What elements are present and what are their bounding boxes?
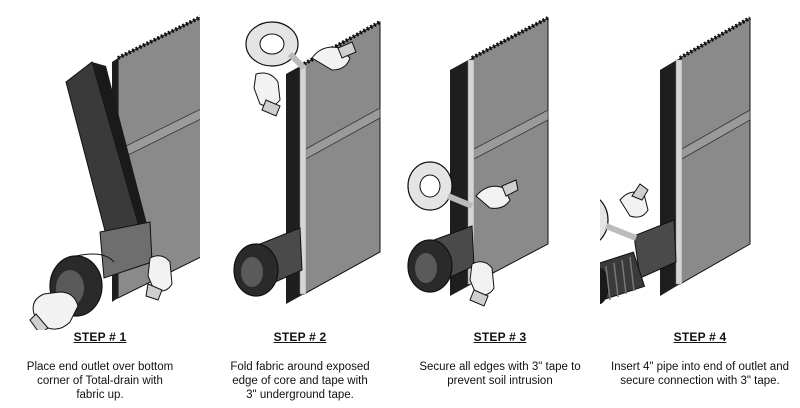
glove-icon [619, 183, 649, 218]
step-1-panel: STEP # 1 Place end outlet over bottom co… [0, 0, 200, 408]
step-4-panel: STEP # 4 Insert 4" pipe into end of outl… [600, 0, 800, 408]
step-4-description: Insert 4" pipe into end of outlet and se… [604, 360, 796, 388]
glove-icon [469, 261, 495, 307]
glove-icon [475, 179, 519, 209]
step-4-illustration [600, 16, 751, 305]
step-2-line-2: edge of core and tape with [232, 375, 368, 387]
step-4-line-2: secure connection with 3" tape. [620, 375, 780, 387]
step-1-line-3: fabric up. [76, 389, 124, 401]
step-3-title: STEP # 3 [473, 330, 527, 344]
glove-icon [145, 255, 173, 301]
glove-icon [29, 291, 79, 330]
step-2-title: STEP # 2 [273, 330, 327, 344]
glove-icon [253, 72, 281, 117]
step-1-line-2: corner of Total-drain with [37, 375, 163, 387]
step-3-description: Secure all edges with 3" tape to prevent… [404, 360, 596, 388]
tape-roll-icon [407, 161, 474, 211]
step-1-line-1: Place end outlet over bottom [26, 361, 174, 373]
step-1-description: Place end outlet over bottom corner of T… [4, 360, 196, 402]
step-2-line-3: 3" underground tape. [246, 389, 354, 401]
step-2-description: Fold fabric around exposed edge of core … [204, 360, 396, 402]
step-3-illustration [407, 16, 549, 307]
tape-roll-icon [245, 21, 307, 71]
step-2-illustration [233, 20, 381, 304]
step-1-title: STEP # 1 [73, 330, 127, 344]
glove-icon [311, 41, 357, 71]
step-2-line-1: Fold fabric around exposed [230, 361, 370, 373]
step-1-illustration [29, 15, 200, 330]
step-3-panel: STEP # 3 Secure all edges with 3" tape t… [400, 0, 600, 408]
corrugated-pipe-icon [600, 251, 646, 305]
step-3-line-2: prevent soil intrusion [447, 375, 553, 387]
step-4-title: STEP # 4 [673, 330, 727, 344]
step-2-panel: STEP # 2 Fold fabric around exposed edge… [200, 0, 400, 408]
step-4-line-1: Insert 4" pipe into end of outlet and [611, 361, 789, 373]
tape-roll-icon [600, 199, 638, 241]
step-3-line-1: Secure all edges with 3" tape to [419, 361, 581, 373]
